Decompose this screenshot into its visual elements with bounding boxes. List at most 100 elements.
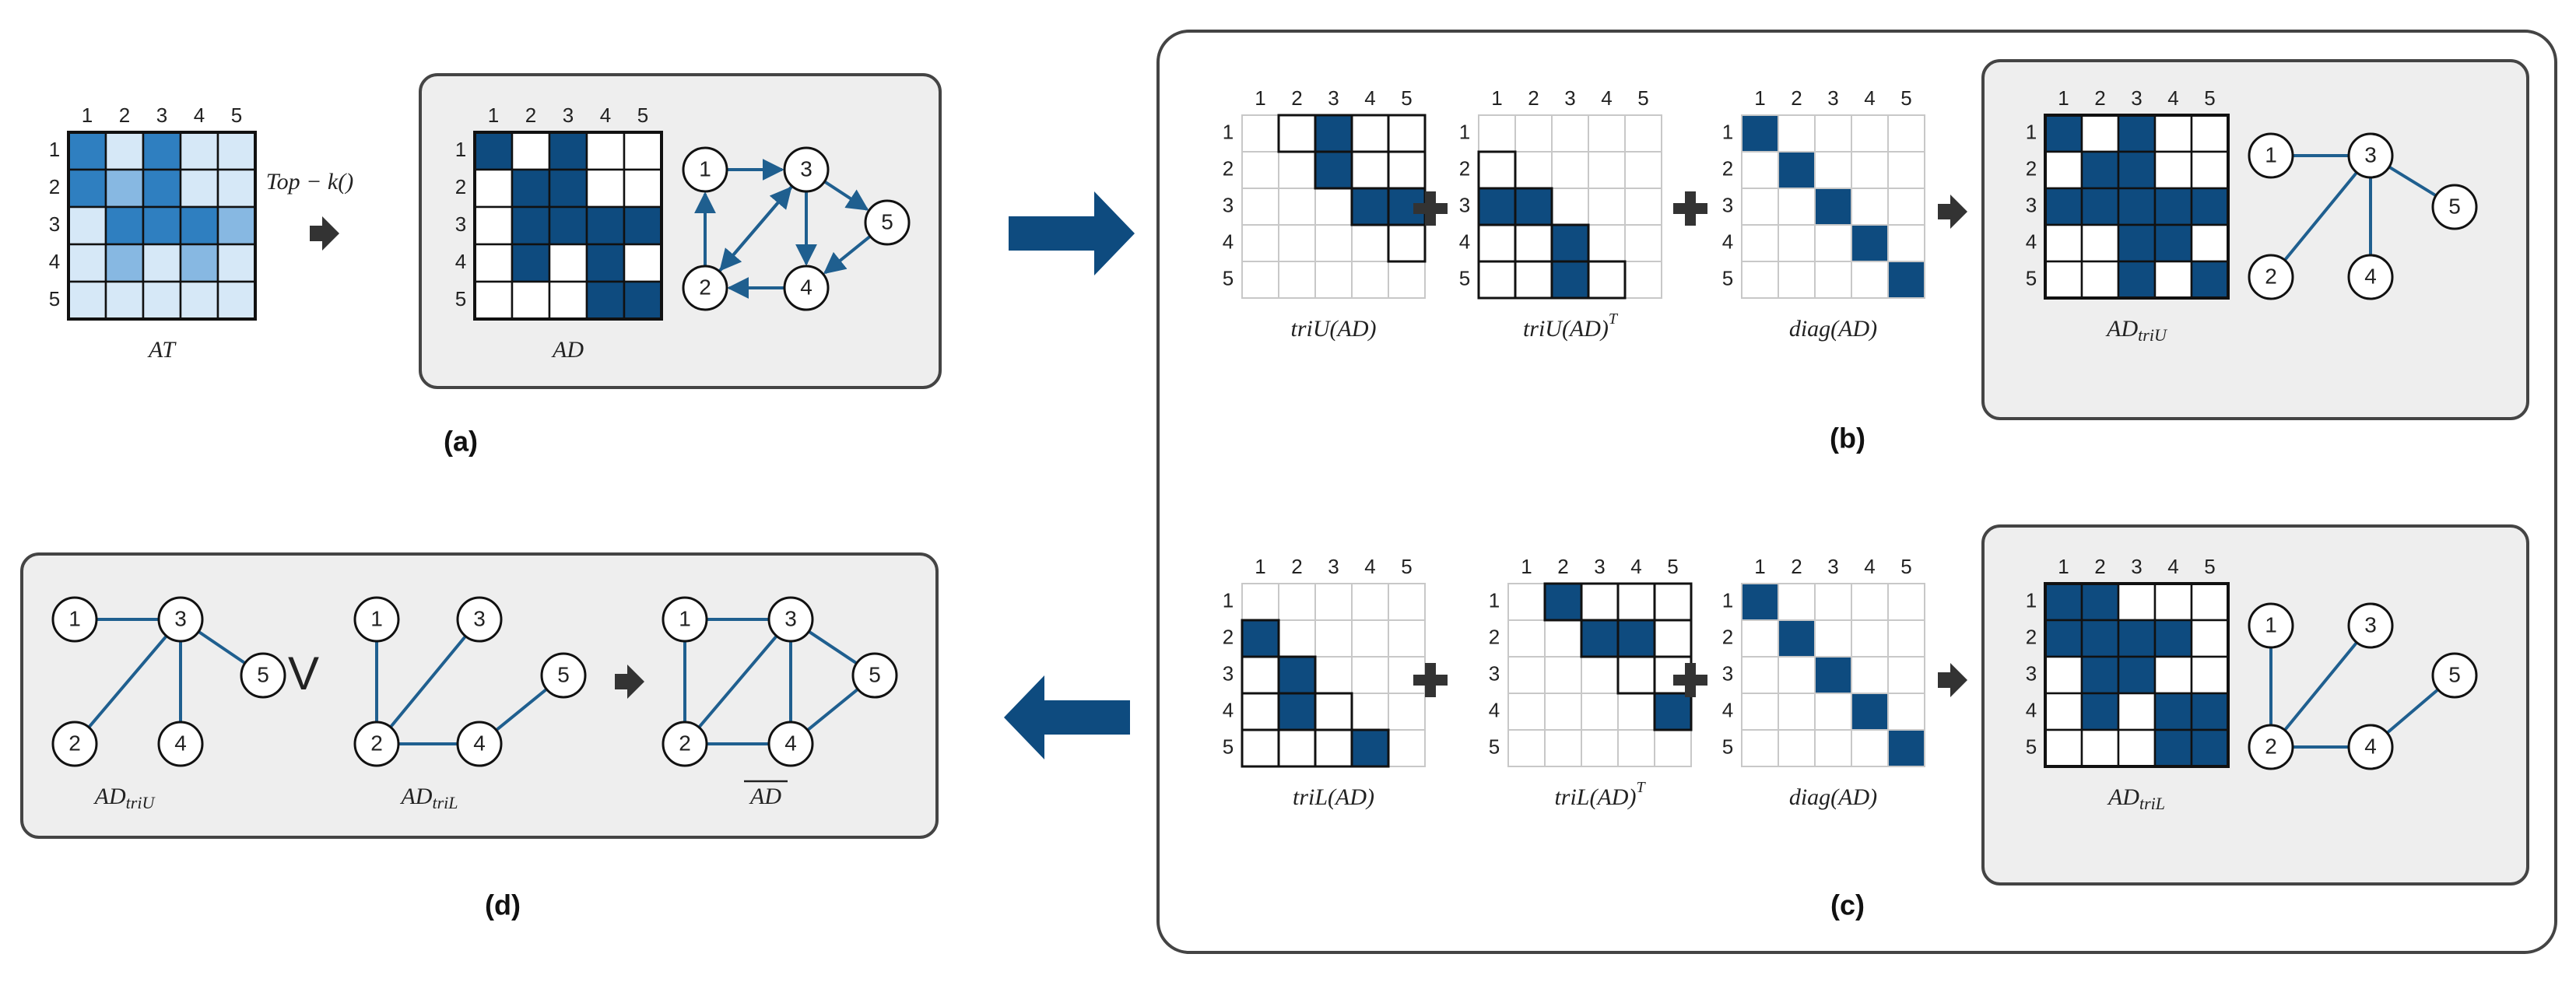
graph-triU	[2248, 132, 2478, 300]
edge	[495, 688, 548, 731]
graph-label-d-triL-main: AD	[399, 784, 432, 809]
row-index: 4	[1223, 230, 1234, 253]
graph-node	[540, 652, 587, 699]
matrix-cell	[216, 131, 257, 171]
matrix-cell	[1814, 619, 1852, 658]
matrix-cell	[216, 280, 257, 321]
matrix-cell	[1851, 619, 1889, 658]
col-index: 5	[1401, 555, 1412, 578]
matrix-border	[2044, 114, 2230, 300]
col-index: 4	[194, 103, 205, 127]
logical-or-symbol: V	[288, 647, 319, 700]
matrix-triL	[1241, 583, 1426, 768]
col-index: 4	[1601, 86, 1612, 110]
matrix-cell	[1887, 224, 1925, 262]
node-label: 5	[257, 662, 269, 686]
matrix-triUT	[1477, 114, 1662, 300]
panel-label-b: (b)	[1830, 423, 1865, 454]
graph-triL	[2248, 602, 2478, 770]
matrix-cell	[1314, 729, 1353, 767]
matrix-cell	[1581, 619, 1619, 658]
matrix-cell	[142, 205, 182, 246]
col-index: 2	[1791, 555, 1802, 578]
matrix-cell	[67, 205, 107, 246]
row-index: 3	[1722, 193, 1733, 216]
matrix-cell	[2044, 582, 2083, 622]
col-index: 2	[1528, 86, 1539, 110]
top-k-arrow	[310, 216, 339, 251]
matrix-cell	[1887, 261, 1925, 299]
plus-c1	[1413, 663, 1448, 697]
matrix-cell	[104, 131, 145, 171]
matrix-cell	[2080, 728, 2120, 768]
matrix-cell	[1351, 188, 1389, 226]
matrix-cell	[2190, 728, 2230, 768]
graph-label-d-triU-main: AD	[93, 784, 126, 809]
node-label: 4	[784, 731, 797, 755]
matrix-cell	[1544, 583, 1582, 621]
matrix-cell	[1314, 656, 1353, 694]
matrix-cell	[2117, 223, 2157, 263]
matrix-cell	[1778, 114, 1816, 153]
matrix-label-triLT: triL(AD)T	[1554, 779, 1646, 810]
node-label: 2	[370, 731, 383, 755]
node-label: 5	[557, 662, 570, 686]
matrix-cell	[1581, 583, 1619, 621]
row-index: 4	[1223, 698, 1234, 721]
matrix-cell	[2153, 619, 2193, 658]
row-index: 3	[1489, 661, 1500, 685]
matrix-cell	[1278, 583, 1316, 621]
matrix-cell	[2044, 114, 2083, 153]
matrix-cell	[2117, 582, 2157, 622]
matrix-cell	[179, 131, 219, 171]
node-label: 4	[2364, 264, 2377, 288]
graph-triL	[353, 596, 587, 767]
node-label: 2	[679, 731, 691, 755]
matrix-border	[67, 131, 257, 321]
matrix-cell	[1507, 656, 1546, 694]
matrix-cell	[623, 280, 663, 321]
graph-node	[2248, 724, 2294, 770]
plus-bar-v	[1685, 663, 1696, 697]
matrix-cell	[1351, 261, 1389, 299]
matrix-cell	[1278, 224, 1316, 262]
graph-label-d-bar: AD	[749, 784, 781, 809]
col-index: 4	[1864, 555, 1875, 578]
triangle-cell-outline	[1587, 260, 1627, 300]
matrix-diagC	[1741, 583, 1925, 767]
row-index: 2	[1223, 156, 1234, 180]
matrix-cell	[1241, 583, 1279, 621]
matrix-cell	[142, 168, 182, 209]
panel-label-a: (a)	[444, 426, 478, 458]
row-index: 1	[2026, 120, 2037, 143]
matrix-cell	[1351, 151, 1389, 189]
panel-label-d: (d)	[485, 889, 521, 921]
node-label: 3	[2364, 142, 2377, 167]
matrix-cell	[67, 131, 107, 171]
col-index: 3	[1564, 86, 1575, 110]
col-index: 3	[2131, 86, 2142, 110]
matrix-cell	[1741, 656, 1779, 694]
col-index: 2	[1291, 555, 1302, 578]
edge	[2283, 641, 2358, 731]
row-index: 4	[1722, 230, 1733, 253]
matrix-cell	[1741, 619, 1779, 658]
col-index: 5	[1401, 86, 1412, 110]
graph-node	[240, 652, 286, 699]
node-label: 2	[699, 275, 711, 299]
row-index: 1	[1223, 588, 1234, 612]
matrix-cell	[1851, 693, 1889, 731]
node-label: 5	[881, 209, 893, 233]
matrix-cell	[1654, 583, 1692, 621]
row-index: 3	[2026, 661, 2037, 685]
matrix-cell	[179, 280, 219, 321]
col-index: 3	[2131, 555, 2142, 578]
matrix-cell	[2080, 655, 2120, 695]
graph-label-d-triL-subscript: triL	[432, 793, 458, 812]
matrix-cell	[1507, 729, 1546, 767]
col-index: 1	[488, 103, 499, 127]
col-index: 3	[1328, 86, 1339, 110]
graph-node	[2431, 184, 2478, 230]
matrix-cell	[2117, 728, 2157, 768]
matrix-cell	[2190, 187, 2230, 226]
